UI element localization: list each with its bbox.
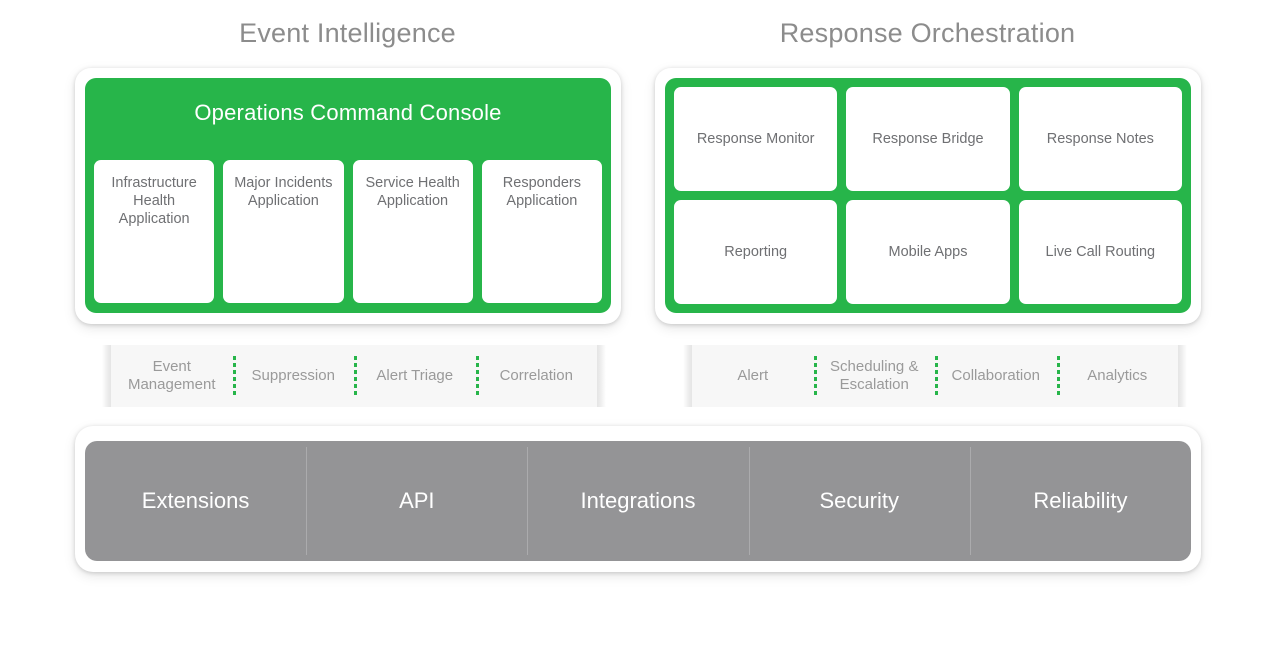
feature-label: Correlation [499, 366, 573, 384]
app-card-major-incidents[interactable]: Major Incidents Application [223, 160, 344, 303]
feature-collaboration[interactable]: Collaboration [935, 367, 1057, 386]
platform-cell-extensions[interactable]: Extensions [85, 441, 306, 561]
feature-label: Scheduling & Escalation [830, 357, 919, 394]
platform-cell-label: Security [819, 488, 899, 513]
app-card-label: Response Monitor [696, 131, 815, 147]
feature-analytics[interactable]: Analytics [1057, 367, 1179, 386]
app-card-reporting[interactable]: Reporting [674, 200, 838, 304]
platform-foundation-panel: Extensions API Integrations Security Rel… [75, 426, 1201, 572]
app-card-label: Mobile Apps [888, 244, 968, 260]
platform-cell-label: Integrations [580, 488, 696, 513]
event-intelligence-panel: Operations Command Console Infrastructur… [75, 68, 621, 324]
column-title-event-intelligence: Event Intelligence [239, 18, 456, 48]
response-orchestration-panel: Response Monitor Response Bridge Respons… [655, 68, 1201, 324]
app-card-label: Response Bridge [872, 131, 984, 147]
platform-cell-label: Extensions [141, 488, 250, 513]
feature-label: Alert Triage [376, 366, 454, 384]
feature-label: Suppression [251, 366, 335, 384]
feature-scheduling-escalation[interactable]: Scheduling & Escalation [814, 358, 936, 395]
platform-cell-integrations[interactable]: Integrations [527, 441, 748, 561]
app-card-label: Response Notes [1046, 131, 1154, 147]
app-card-response-notes[interactable]: Response Notes [1018, 87, 1182, 191]
app-card-responders[interactable]: Responders Application [481, 160, 602, 303]
feature-alert-triage[interactable]: Alert Triage [354, 367, 476, 386]
feature-alert[interactable]: Alert [692, 367, 814, 386]
app-card-response-monitor[interactable]: Response Monitor [674, 87, 838, 191]
platform-cell-label: Reliability [1033, 488, 1128, 513]
feature-label: Alert [737, 366, 769, 384]
app-card-label: Service Health Application [365, 175, 460, 209]
response-orchestration-feature-strip: Alert Scheduling & Escalation Collaborat… [683, 345, 1187, 407]
app-card-label: Infrastructure Health Application [111, 175, 197, 227]
feature-label: Event Management [127, 357, 216, 394]
app-card-label: Live Call Routing [1045, 244, 1156, 260]
feature-label: Analytics [1087, 366, 1148, 384]
app-card-mobile-apps[interactable]: Mobile Apps [846, 200, 1010, 304]
app-card-service-health[interactable]: Service Health Application [352, 160, 473, 303]
operations-command-console-block: Operations Command Console Infrastructur… [85, 78, 611, 313]
feature-label: Collaboration [951, 366, 1040, 384]
app-card-label: Major Incidents Application [234, 175, 333, 209]
app-card-infrastructure-health[interactable]: Infrastructure Health Application [94, 160, 215, 303]
response-orchestration-block: Response Monitor Response Bridge Respons… [665, 78, 1191, 313]
response-orchestration-app-grid: Response Monitor Response Bridge Respons… [674, 87, 1182, 304]
platform-cell-api[interactable]: API [306, 441, 527, 561]
platform-foundation-bar: Extensions API Integrations Security Rel… [85, 441, 1191, 561]
platform-cell-label: API [399, 488, 435, 513]
feature-suppression[interactable]: Suppression [233, 367, 355, 386]
event-intelligence-feature-strip: Event Management Suppression Alert Triag… [102, 345, 606, 407]
feature-event-management[interactable]: Event Management [111, 358, 233, 395]
app-card-label: Reporting [724, 244, 788, 260]
app-card-label: Responders Application [502, 175, 581, 209]
platform-cell-security[interactable]: Security [748, 441, 970, 561]
console-heading: Operations Command Console [194, 100, 502, 125]
app-card-response-bridge[interactable]: Response Bridge [846, 87, 1010, 191]
column-title-response-orchestration: Response Orchestration [779, 18, 1076, 48]
app-card-live-call-routing[interactable]: Live Call Routing [1018, 200, 1182, 304]
platform-cell-reliability[interactable]: Reliability [969, 441, 1191, 561]
event-intelligence-app-list: Infrastructure Health Application Major … [94, 160, 602, 303]
feature-correlation[interactable]: Correlation [476, 367, 598, 386]
